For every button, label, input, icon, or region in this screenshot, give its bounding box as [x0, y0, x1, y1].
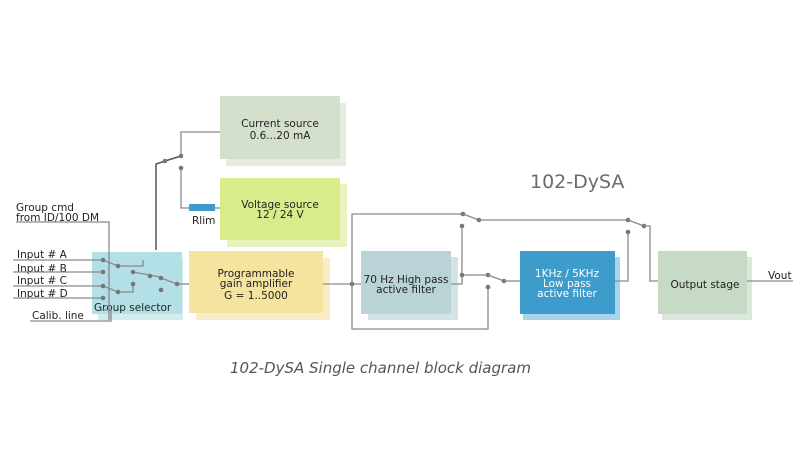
- filter-routing-wires: [323, 211, 658, 330]
- diagram-title: 102-DySA: [530, 171, 624, 193]
- input-d-label: Input # D: [17, 288, 68, 300]
- pga-line-1: Programmable: [217, 268, 294, 280]
- pga-line-2: gain amplifier: [220, 278, 293, 290]
- high-pass-filter-block: 70 Hz High pass active filter: [361, 251, 458, 320]
- current-source-line-1: Current source: [241, 118, 319, 130]
- low-pass-line-1: 1KHz / 5KHz: [535, 268, 600, 280]
- output-stage-label: Output stage: [671, 279, 740, 291]
- current-source-line-2: 0.6...20 mA: [250, 130, 312, 142]
- low-pass-line-3: active filter: [537, 288, 597, 300]
- vout-label: Vout: [768, 270, 792, 282]
- diagram-caption: 102-DySA Single channel block diagram: [230, 359, 531, 377]
- calib-line-label: Calib. line: [32, 310, 84, 322]
- low-pass-line-2: Low pass: [543, 278, 591, 290]
- current-source-block: Current source 0.6...20 mA: [220, 96, 346, 166]
- group-cmd-line-1: Group cmd: [16, 202, 74, 214]
- group-cmd-wire: [16, 221, 110, 320]
- voltage-source-block: Voltage source 12 / 24 V: [220, 178, 347, 247]
- voltage-source-line-2: 12 / 24 V: [256, 209, 304, 221]
- rlim-resistor: [189, 204, 215, 211]
- high-pass-line-2: active filter: [376, 284, 436, 296]
- group-cmd-line-2: from ID/100 DM: [16, 212, 99, 224]
- high-pass-line-1: 70 Hz High pass: [364, 274, 449, 286]
- group-selector-switches: [100, 257, 189, 301]
- input-a-label: Input # A: [17, 249, 68, 261]
- calib-line-wire: [30, 309, 112, 322]
- voltage-source-line-1: Voltage source: [241, 199, 319, 211]
- group-selector-block: Group selector: [92, 252, 183, 320]
- input-b-label: Input # B: [17, 263, 67, 275]
- source-selector-switch: [155, 131, 220, 250]
- pga-block: Programmable gain amplifier G = 1..5000: [189, 251, 330, 320]
- input-c-label: Input # C: [17, 275, 67, 287]
- pga-line-3: G = 1..5000: [224, 290, 288, 302]
- group-selector-label: Group selector: [94, 302, 172, 314]
- rlim-label: Rlim: [192, 215, 215, 227]
- low-pass-filter-block: 1KHz / 5KHz Low pass active filter: [520, 251, 620, 320]
- output-stage-block: Output stage: [658, 251, 752, 320]
